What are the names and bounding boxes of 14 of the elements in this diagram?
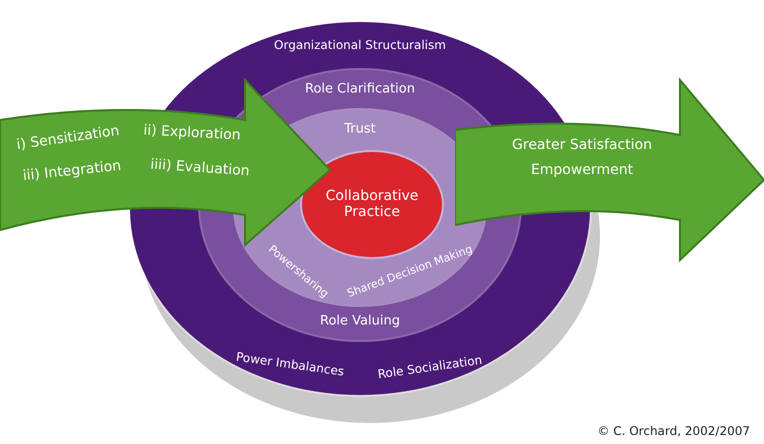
- arrow-label: ii) Exploration: [142, 122, 242, 144]
- center-label: Collaborative Practice: [324, 188, 420, 220]
- arrow-label: iii) Integration: [22, 158, 122, 184]
- arrow-label: i) Sensitization: [16, 122, 120, 154]
- arrow-label: iiii) Evaluation: [150, 156, 250, 180]
- copyright-note: © C. Orchard, 2002/2007: [597, 424, 750, 438]
- ring-label: Organizational Structuralism: [274, 39, 446, 53]
- ring-label: Power Imbalances: [235, 350, 345, 380]
- ring-label: Role Valuing: [320, 314, 400, 330]
- ring-label: Role Clarification: [305, 82, 415, 98]
- ring-label: Role Socialization: [376, 354, 484, 382]
- arrow-label: Empowerment: [530, 162, 634, 178]
- ring-label: Trust: [344, 122, 376, 138]
- arrow-label: Greater Satisfaction: [512, 136, 652, 154]
